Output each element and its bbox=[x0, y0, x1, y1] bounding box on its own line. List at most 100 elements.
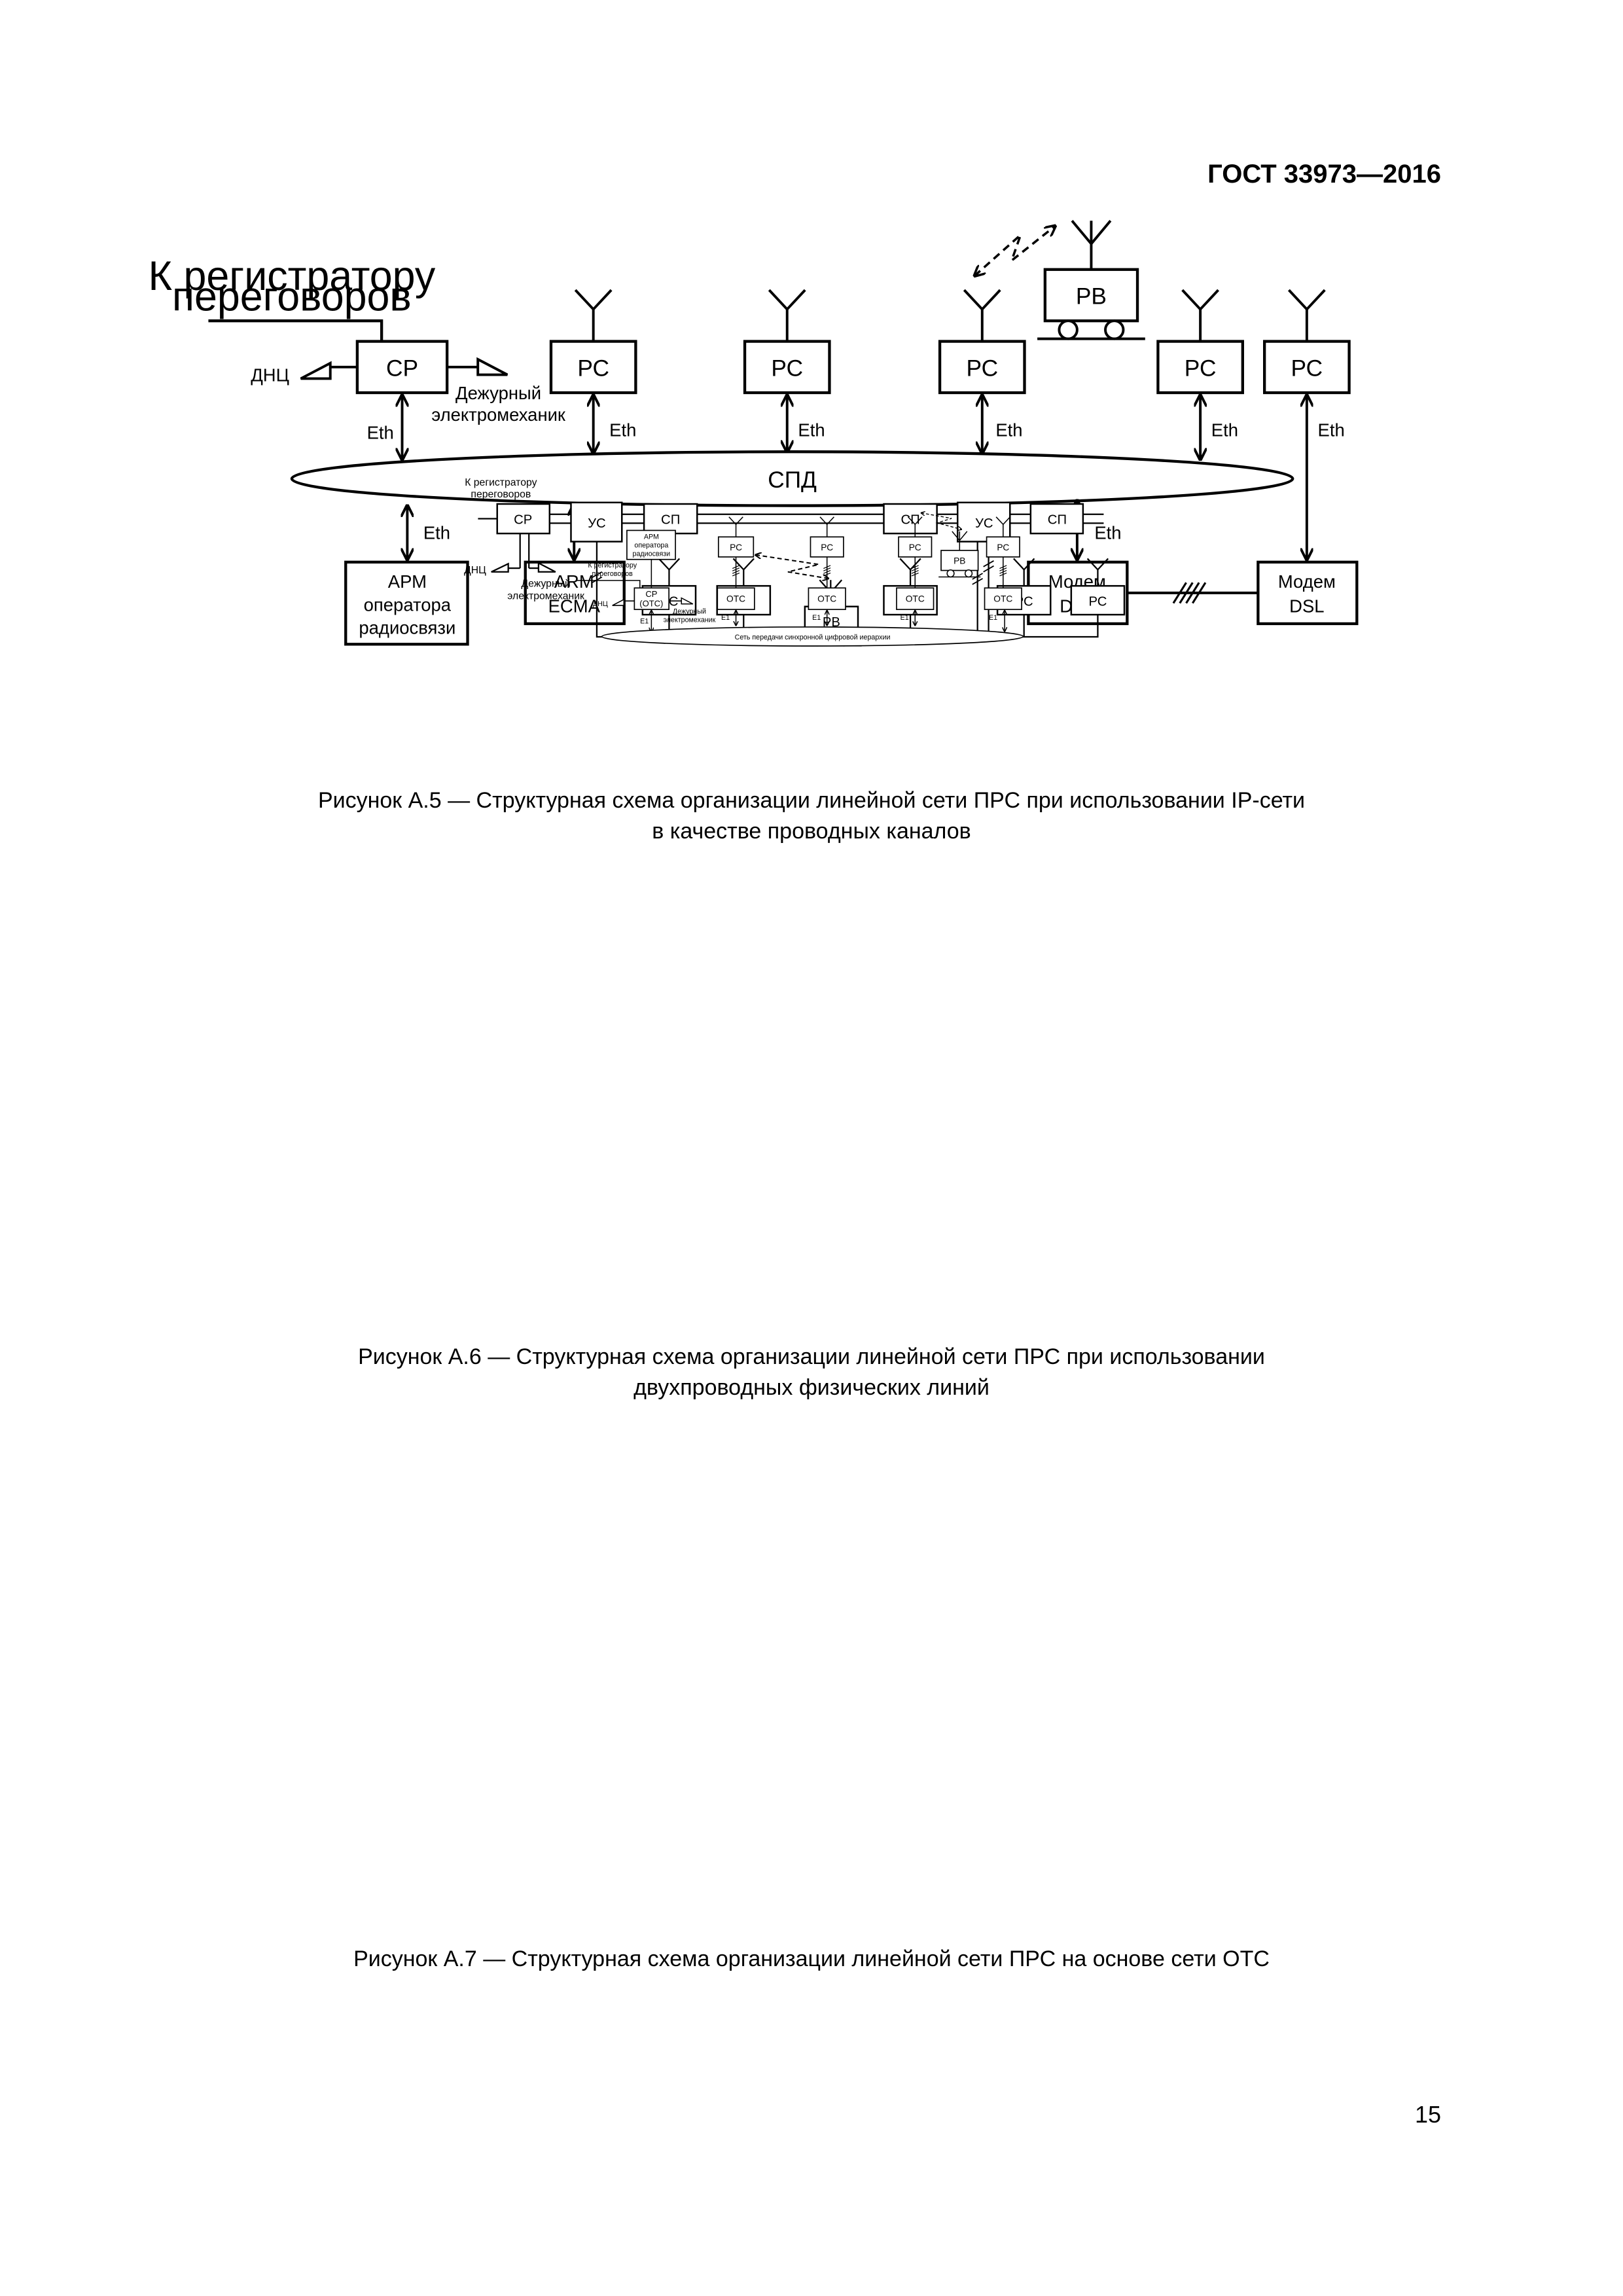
a5-eth-label: Eth bbox=[798, 420, 825, 440]
figure-a5-caption-line-1: Рисунок А.5 — Структурная схема организа… bbox=[317, 788, 1306, 813]
a6-sr-label: СР bbox=[514, 512, 532, 527]
a7-hatch bbox=[999, 565, 1007, 577]
a7-registrator-label-1: К регистратору bbox=[588, 562, 637, 569]
antenna-icon bbox=[728, 516, 743, 526]
a6-registrator-label-1: К регистратору bbox=[465, 477, 537, 488]
a5-em-label-2: электромеханик bbox=[431, 404, 566, 425]
a7-arm-operator-label-3: радиосвязи bbox=[633, 550, 671, 558]
a7-registrator-label-2: переговоров bbox=[592, 570, 633, 578]
figure-a5-caption-line-2: в качестве проводных каналов bbox=[652, 819, 971, 844]
svg-text:РС: РС bbox=[577, 356, 609, 382]
a7-station-2: РС ОТС E1 bbox=[808, 516, 846, 626]
figure-a6-caption: Рисунок А.6 — Структурная схема организа… bbox=[0, 1342, 1623, 1403]
a7-registrator-line bbox=[576, 580, 641, 588]
a5-rs-2: РС bbox=[743, 289, 831, 395]
a7-hatch bbox=[732, 565, 740, 577]
svg-text:ОТС: ОТС bbox=[993, 594, 1012, 604]
a7-station-4: РС ОТС E1 bbox=[984, 516, 1022, 632]
a5-modem-box-2 bbox=[1257, 560, 1359, 626]
figure-a5-diagram: К регистратору переговоров СР ДНЦ Дежурн… bbox=[149, 219, 1359, 646]
a5-arm-operator-label-2: оператора bbox=[364, 594, 452, 615]
a6-registrator-label-2: переговоров bbox=[471, 489, 531, 500]
svg-text:РС: РС bbox=[730, 543, 742, 552]
a5-rs-5: РС bbox=[1263, 289, 1351, 395]
figure-a6-caption-line-2: двухпроводных физических линий bbox=[633, 1375, 990, 1400]
page-number: 15 bbox=[1414, 2101, 1441, 2128]
figure-a7-caption-line-1: Рисунок А.7 — Структурная схема организа… bbox=[353, 1946, 1270, 1971]
svg-text:E1: E1 bbox=[721, 614, 730, 622]
a5-em-horn-icon bbox=[476, 357, 508, 376]
svg-text:E1: E1 bbox=[989, 614, 997, 622]
a6-hatch bbox=[983, 560, 994, 573]
svg-text:ОТС: ОТС bbox=[726, 594, 745, 604]
a7-e1-label: E1 bbox=[640, 618, 649, 626]
a7-em-horn-icon bbox=[681, 597, 694, 605]
a5-arm-ecma-label-1: ARM bbox=[554, 571, 594, 592]
svg-text:РС: РС bbox=[821, 543, 833, 552]
a7-rv-vehicle: РВ bbox=[938, 531, 981, 578]
a7-arm-operator-box bbox=[626, 529, 676, 560]
a7-sr-label-1: СР bbox=[645, 589, 657, 599]
a5-eth-label: Eth bbox=[1211, 420, 1238, 440]
svg-text:ОТС: ОТС bbox=[817, 594, 836, 604]
svg-text:E1: E1 bbox=[901, 614, 909, 622]
a6-em-label-1: Дежурный bbox=[521, 578, 570, 589]
svg-text:РВ: РВ bbox=[954, 556, 965, 566]
a5-modem-label-2: DSL bbox=[1289, 596, 1324, 616]
a6-sp-box-3 bbox=[1029, 503, 1084, 535]
a7-sdh-ellipse bbox=[601, 626, 1024, 647]
a7-dnc-horn-icon bbox=[612, 598, 625, 606]
a6-us-label: УС bbox=[588, 516, 606, 531]
a7-sr-box bbox=[633, 587, 669, 611]
a5-dnc-horn-icon bbox=[300, 361, 332, 380]
wheel-icon bbox=[964, 569, 973, 578]
svg-text:E1: E1 bbox=[812, 614, 821, 622]
a5-eth-label: Eth bbox=[609, 420, 636, 440]
a7-hatch bbox=[823, 565, 831, 577]
a5-rv-vehicle: РВ bbox=[1037, 219, 1145, 340]
a5-em-label-1: Дежурный bbox=[455, 383, 541, 403]
a5-dsl-hatch bbox=[1172, 582, 1207, 604]
a7-station-3: РС ОТС E1 bbox=[896, 516, 935, 626]
svg-text:РС: РС bbox=[909, 543, 921, 552]
wheel-icon bbox=[1058, 319, 1079, 340]
a7-station-1: РС ОТС E1 bbox=[717, 516, 755, 626]
wheel-icon bbox=[1104, 319, 1125, 340]
a5-arm-operator-label-3: радиосвязи bbox=[359, 618, 455, 638]
a5-eth-label: Eth bbox=[1094, 523, 1121, 543]
a6-rs-5: РС bbox=[1070, 558, 1126, 616]
a6-sp-label: СП bbox=[661, 512, 680, 527]
a7-arm-operator-label-2: оператора bbox=[634, 541, 668, 549]
antenna-icon bbox=[819, 516, 834, 526]
a6-em-horn-icon bbox=[537, 562, 556, 573]
a6-radio-link-dashed bbox=[755, 555, 829, 579]
a6-us-label: УС bbox=[975, 516, 993, 531]
antenna-icon bbox=[907, 516, 923, 526]
a6-sp-label: СП bbox=[1048, 512, 1067, 527]
figure-a6-caption-line-1: Рисунок А.6 — Структурная схема организа… bbox=[358, 1344, 1265, 1369]
a5-spd-label: СПД bbox=[768, 467, 817, 493]
a7-dnc-label: ДНЦ bbox=[593, 600, 608, 608]
svg-text:РС: РС bbox=[966, 356, 998, 382]
svg-text:РС: РС bbox=[771, 356, 803, 382]
a7-em-label-1: Дежурный bbox=[673, 607, 706, 615]
a6-em-label-2: электромеханик bbox=[507, 590, 584, 601]
a5-rs-1: РС bbox=[549, 289, 637, 395]
a5-modem-label-1: Модем bbox=[1278, 571, 1336, 592]
a7-arm-operator-label-1: АРМ bbox=[644, 533, 659, 541]
a5-eth-label: Eth bbox=[367, 423, 394, 443]
a5-eth-label: Eth bbox=[1318, 420, 1345, 440]
a7-sdh-label: Сеть передачи синхронной цифровой иерарх… bbox=[735, 634, 891, 641]
a5-sr-label: СР bbox=[386, 356, 418, 382]
figure-a7-caption: Рисунок А.7 — Структурная схема организа… bbox=[0, 1944, 1623, 1975]
a6-dnc-label: ДНЦ bbox=[464, 565, 486, 576]
a5-eth-label: Eth bbox=[423, 523, 450, 543]
a6-us-box-2 bbox=[956, 501, 1011, 543]
svg-text:РС: РС bbox=[997, 543, 1009, 552]
a7-radio-link-dashed bbox=[921, 513, 961, 529]
svg-text:РС: РС bbox=[1088, 595, 1107, 609]
svg-text:РС: РС bbox=[1291, 356, 1323, 382]
a7-sr-label-2: (ОТС) bbox=[639, 599, 663, 609]
svg-text:ОТС: ОТС bbox=[906, 594, 925, 604]
